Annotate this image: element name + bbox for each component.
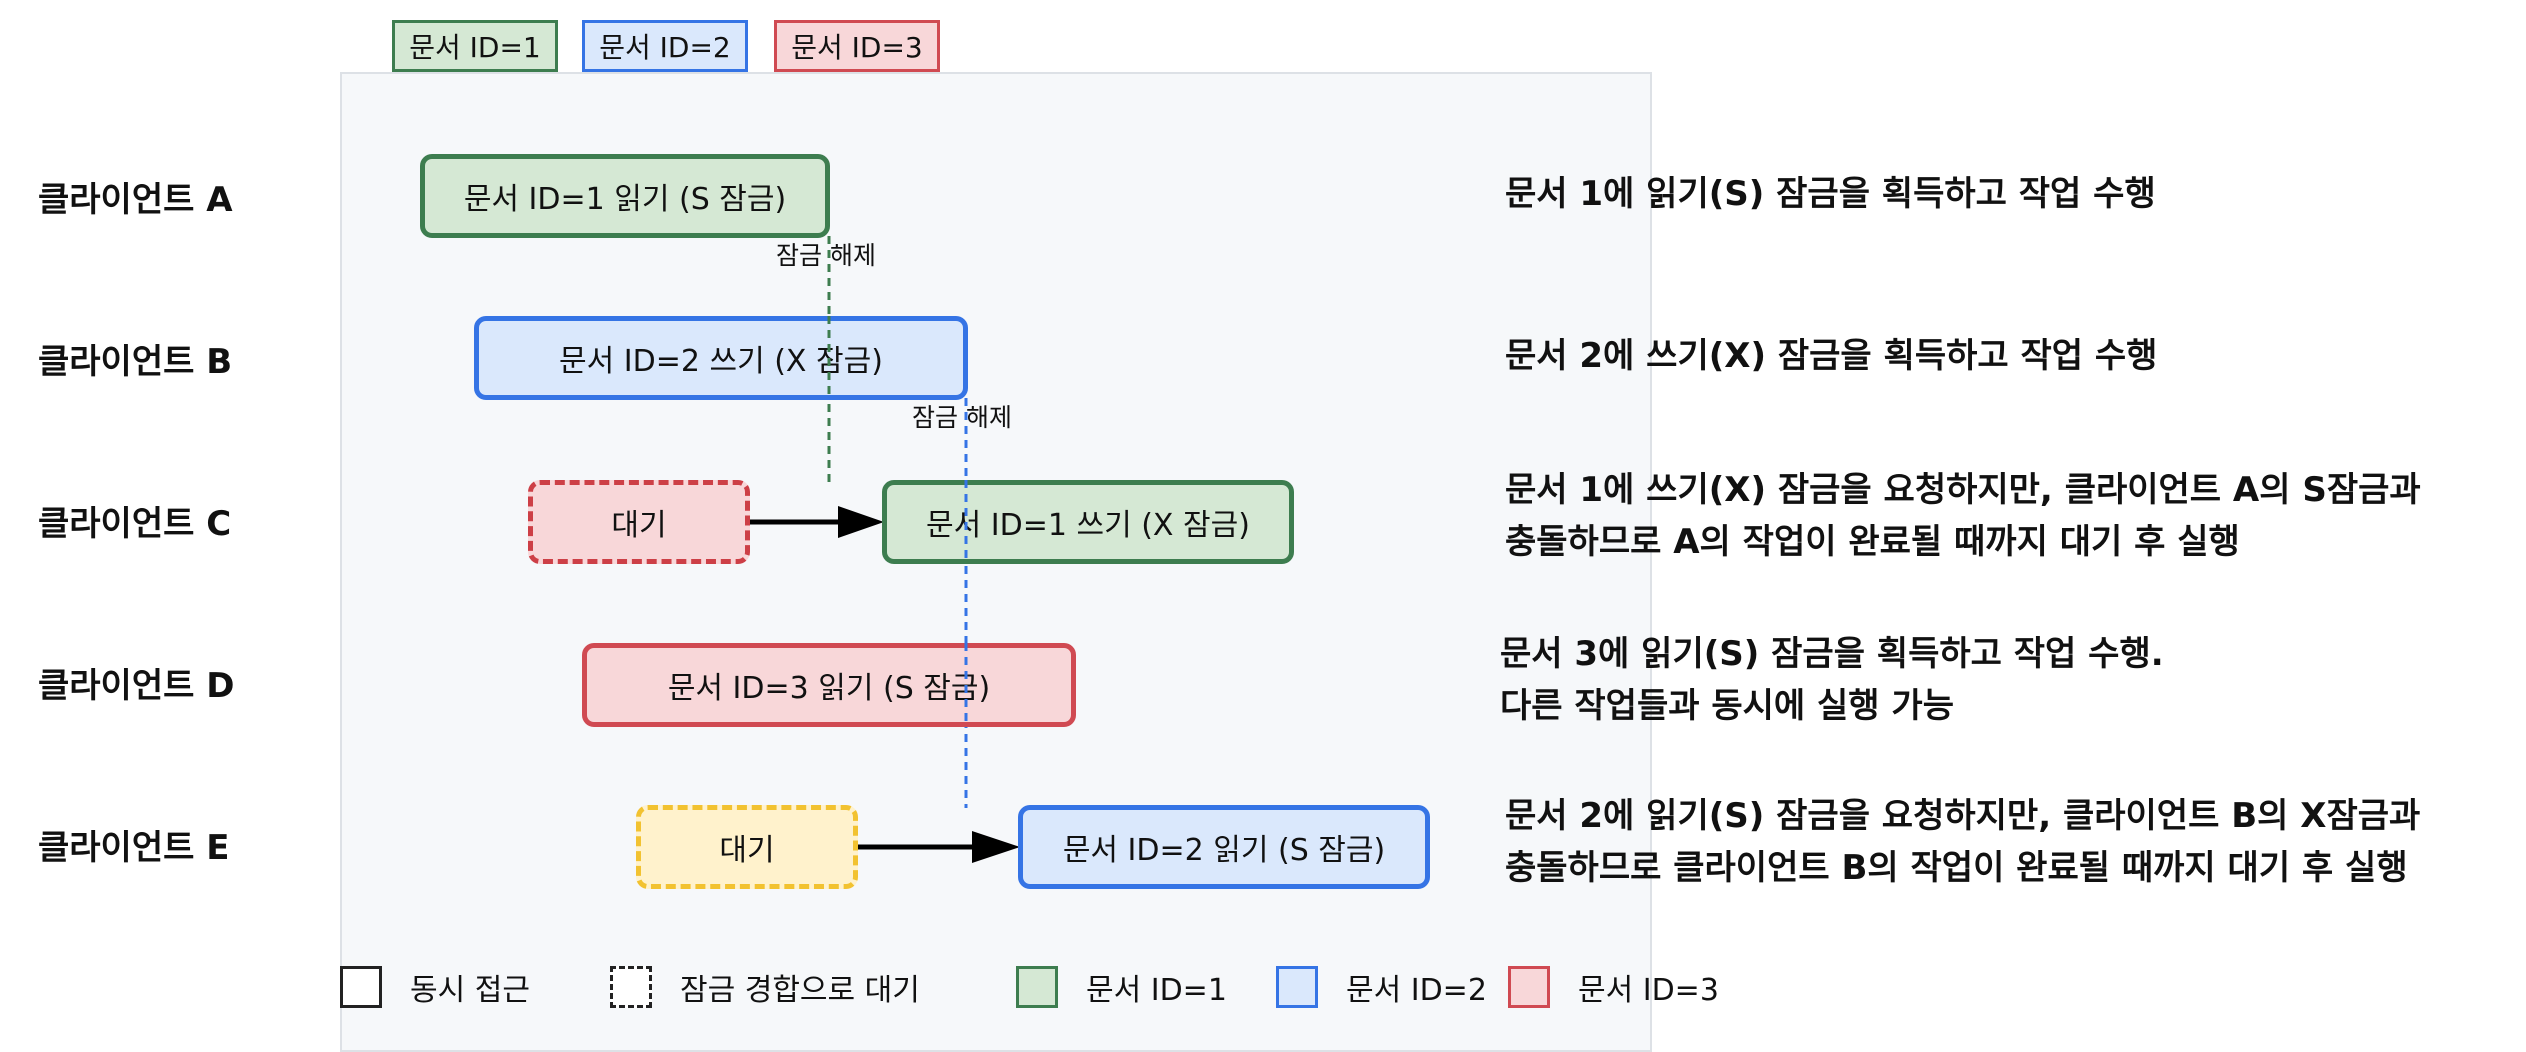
bottom-legend-doc2: 문서 ID=2 (1276, 962, 1487, 1012)
lock-release-label-2: 잠금 해제 (912, 403, 1012, 432)
desc-client-c: 문서 1에 쓰기(X) 잠금을 요청하지만, 클라이언트 A의 S잠금과 충돌하… (1505, 470, 2421, 562)
client-e-read-box: 문서 ID=2 읽기 (S 잠금) (1018, 805, 1430, 889)
desc-client-e: 문서 2에 읽기(S) 잠금을 요청하지만, 클라이언트 B의 X잠금과 충돌하… (1505, 796, 2421, 888)
top-legend-doc1: 문서 ID=1 (392, 20, 558, 72)
doc1-swatch (1016, 966, 1058, 1008)
top-legend-doc3: 문서 ID=3 (774, 20, 940, 72)
client-c-wait-box: 대기 (528, 480, 750, 564)
client-d-read-box: 문서 ID=3 읽기 (S 잠금) (582, 643, 1076, 727)
desc-client-a: 문서 1에 읽기(S) 잠금을 획득하고 작업 수행 (1505, 174, 2156, 214)
doc2-swatch (1276, 966, 1318, 1008)
bottom-legend-doc3: 문서 ID=3 (1508, 962, 1719, 1012)
bottom-legend-concurrent: 동시 접근 (340, 962, 530, 1012)
bottom-legend-wait: 잠금 경합으로 대기 (610, 962, 920, 1012)
client-label-a: 클라이언트 A (38, 180, 233, 220)
dashed-box-icon (610, 966, 652, 1008)
wait-arrow-e-head (972, 831, 1020, 863)
lock-release-label-1: 잠금 해제 (776, 241, 876, 270)
solid-box-icon (340, 966, 382, 1008)
doc3-swatch (1508, 966, 1550, 1008)
top-legend-doc2: 문서 ID=2 (582, 20, 748, 72)
client-label-d: 클라이언트 D (38, 666, 235, 706)
client-label-c: 클라이언트 C (38, 504, 232, 544)
desc-client-d: 문서 3에 읽기(S) 잠금을 획득하고 작업 수행. 다른 작업들과 동시에 … (1500, 634, 2164, 726)
wait-arrow-c-head (838, 506, 884, 538)
desc-client-b: 문서 2에 쓰기(X) 잠금을 획득하고 작업 수행 (1505, 336, 2158, 376)
client-label-b: 클라이언트 B (38, 342, 233, 382)
client-c-write-box: 문서 ID=1 쓰기 (X 잠금) (882, 480, 1294, 564)
client-label-e: 클라이언트 E (38, 828, 230, 868)
bottom-legend-doc1: 문서 ID=1 (1016, 962, 1227, 1012)
client-a-read-box: 문서 ID=1 읽기 (S 잠금) (420, 154, 830, 238)
client-b-write-box: 문서 ID=2 쓰기 (X 잠금) (474, 316, 968, 400)
client-e-wait-box: 대기 (636, 805, 858, 889)
